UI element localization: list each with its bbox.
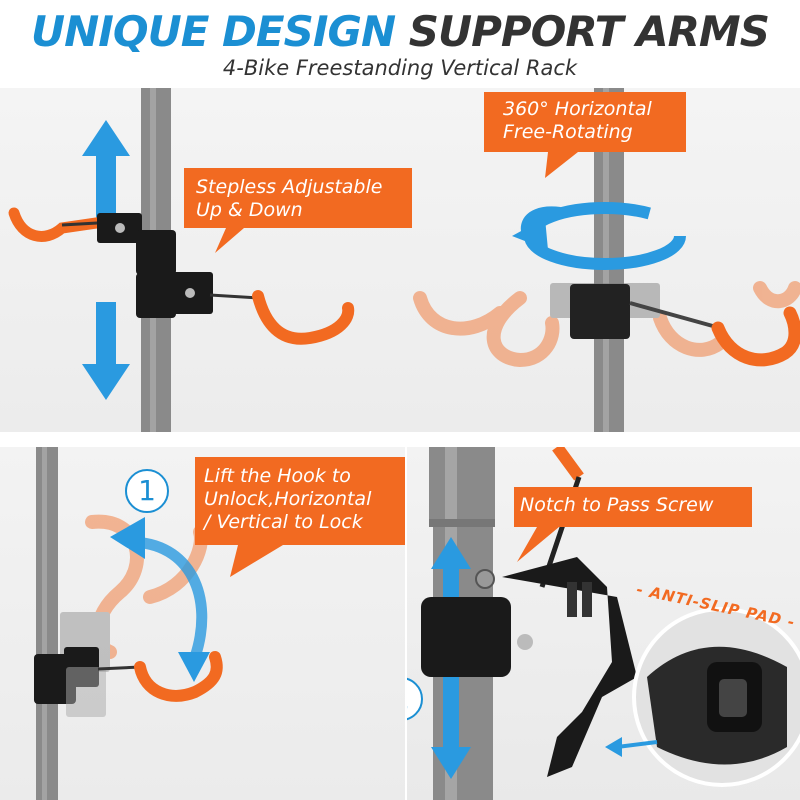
lift-illustration <box>34 447 405 800</box>
callout-rotate-line2: Free-Rotating <box>503 121 633 143</box>
locked-hook <box>34 647 223 717</box>
callout-lift-line1: Lift the Hook to <box>204 465 351 487</box>
pointer-arrow-icon <box>605 737 658 757</box>
panel-lift-lock: 1 Lift the Hook to Unlock,Horizontal / V… <box>0 447 405 800</box>
vertical-arrow-icon <box>431 537 471 779</box>
callout-notch-text: Notch to Pass Screw <box>520 494 714 516</box>
page-subtitle: 4-Bike Freestanding Vertical Rack <box>222 56 578 80</box>
callout-bubble-rotate <box>484 92 686 178</box>
callout-lift-line2: Unlock,Horizontal <box>204 488 372 510</box>
upper-hook <box>8 207 176 275</box>
callout-bubble-lift <box>195 457 405 577</box>
panel-adjust-rotate: Stepless Adjustable Up & Down 360° Horiz… <box>0 88 800 432</box>
lift-arrow-icon <box>110 517 210 682</box>
callout-adjust-line1: Stepless Adjustable <box>196 176 383 198</box>
clamp-black <box>421 557 637 777</box>
page-title: UNIQUE DESIGN SUPPORT ARMS <box>0 6 800 58</box>
title-part-blue: UNIQUE DESIGN <box>31 7 396 56</box>
title-part-dark: SUPPORT ARMS <box>408 7 770 56</box>
pole-br-upper <box>429 447 495 527</box>
step-1-badge: 1 <box>125 469 169 513</box>
lower-hook <box>136 272 355 345</box>
anti-slip-pad-inset <box>632 607 800 787</box>
section-divider <box>0 432 800 447</box>
callout-bubble-notch <box>514 487 752 562</box>
callout-adjust-text: Stepless Adjustable Up & Down <box>196 176 382 222</box>
callout-rotate-text: 360° Horizontal Free-Rotating <box>503 98 652 144</box>
rotating-hook <box>570 284 800 367</box>
up-down-arrow-icon <box>82 120 130 400</box>
rotate-arrow-icon <box>512 202 686 270</box>
callout-adjust-line2: Up & Down <box>196 199 303 221</box>
notch-illustration <box>421 447 800 800</box>
callout-lift-line3: / Vertical to Lock <box>204 511 363 533</box>
callout-bubble-adjust <box>184 168 412 253</box>
callout-lift-text: Lift the Hook to Unlock,Horizontal / Ver… <box>204 465 371 534</box>
callout-rotate-line1: 360° Horizontal <box>503 98 652 120</box>
panel-notch-pad: 2 Notch to Pass Screw - ANTI-SLIP PAD - <box>407 447 800 800</box>
header: UNIQUE DESIGN SUPPORT ARMS 4-Bike Freest… <box>0 0 800 88</box>
top-illustration <box>8 88 800 432</box>
